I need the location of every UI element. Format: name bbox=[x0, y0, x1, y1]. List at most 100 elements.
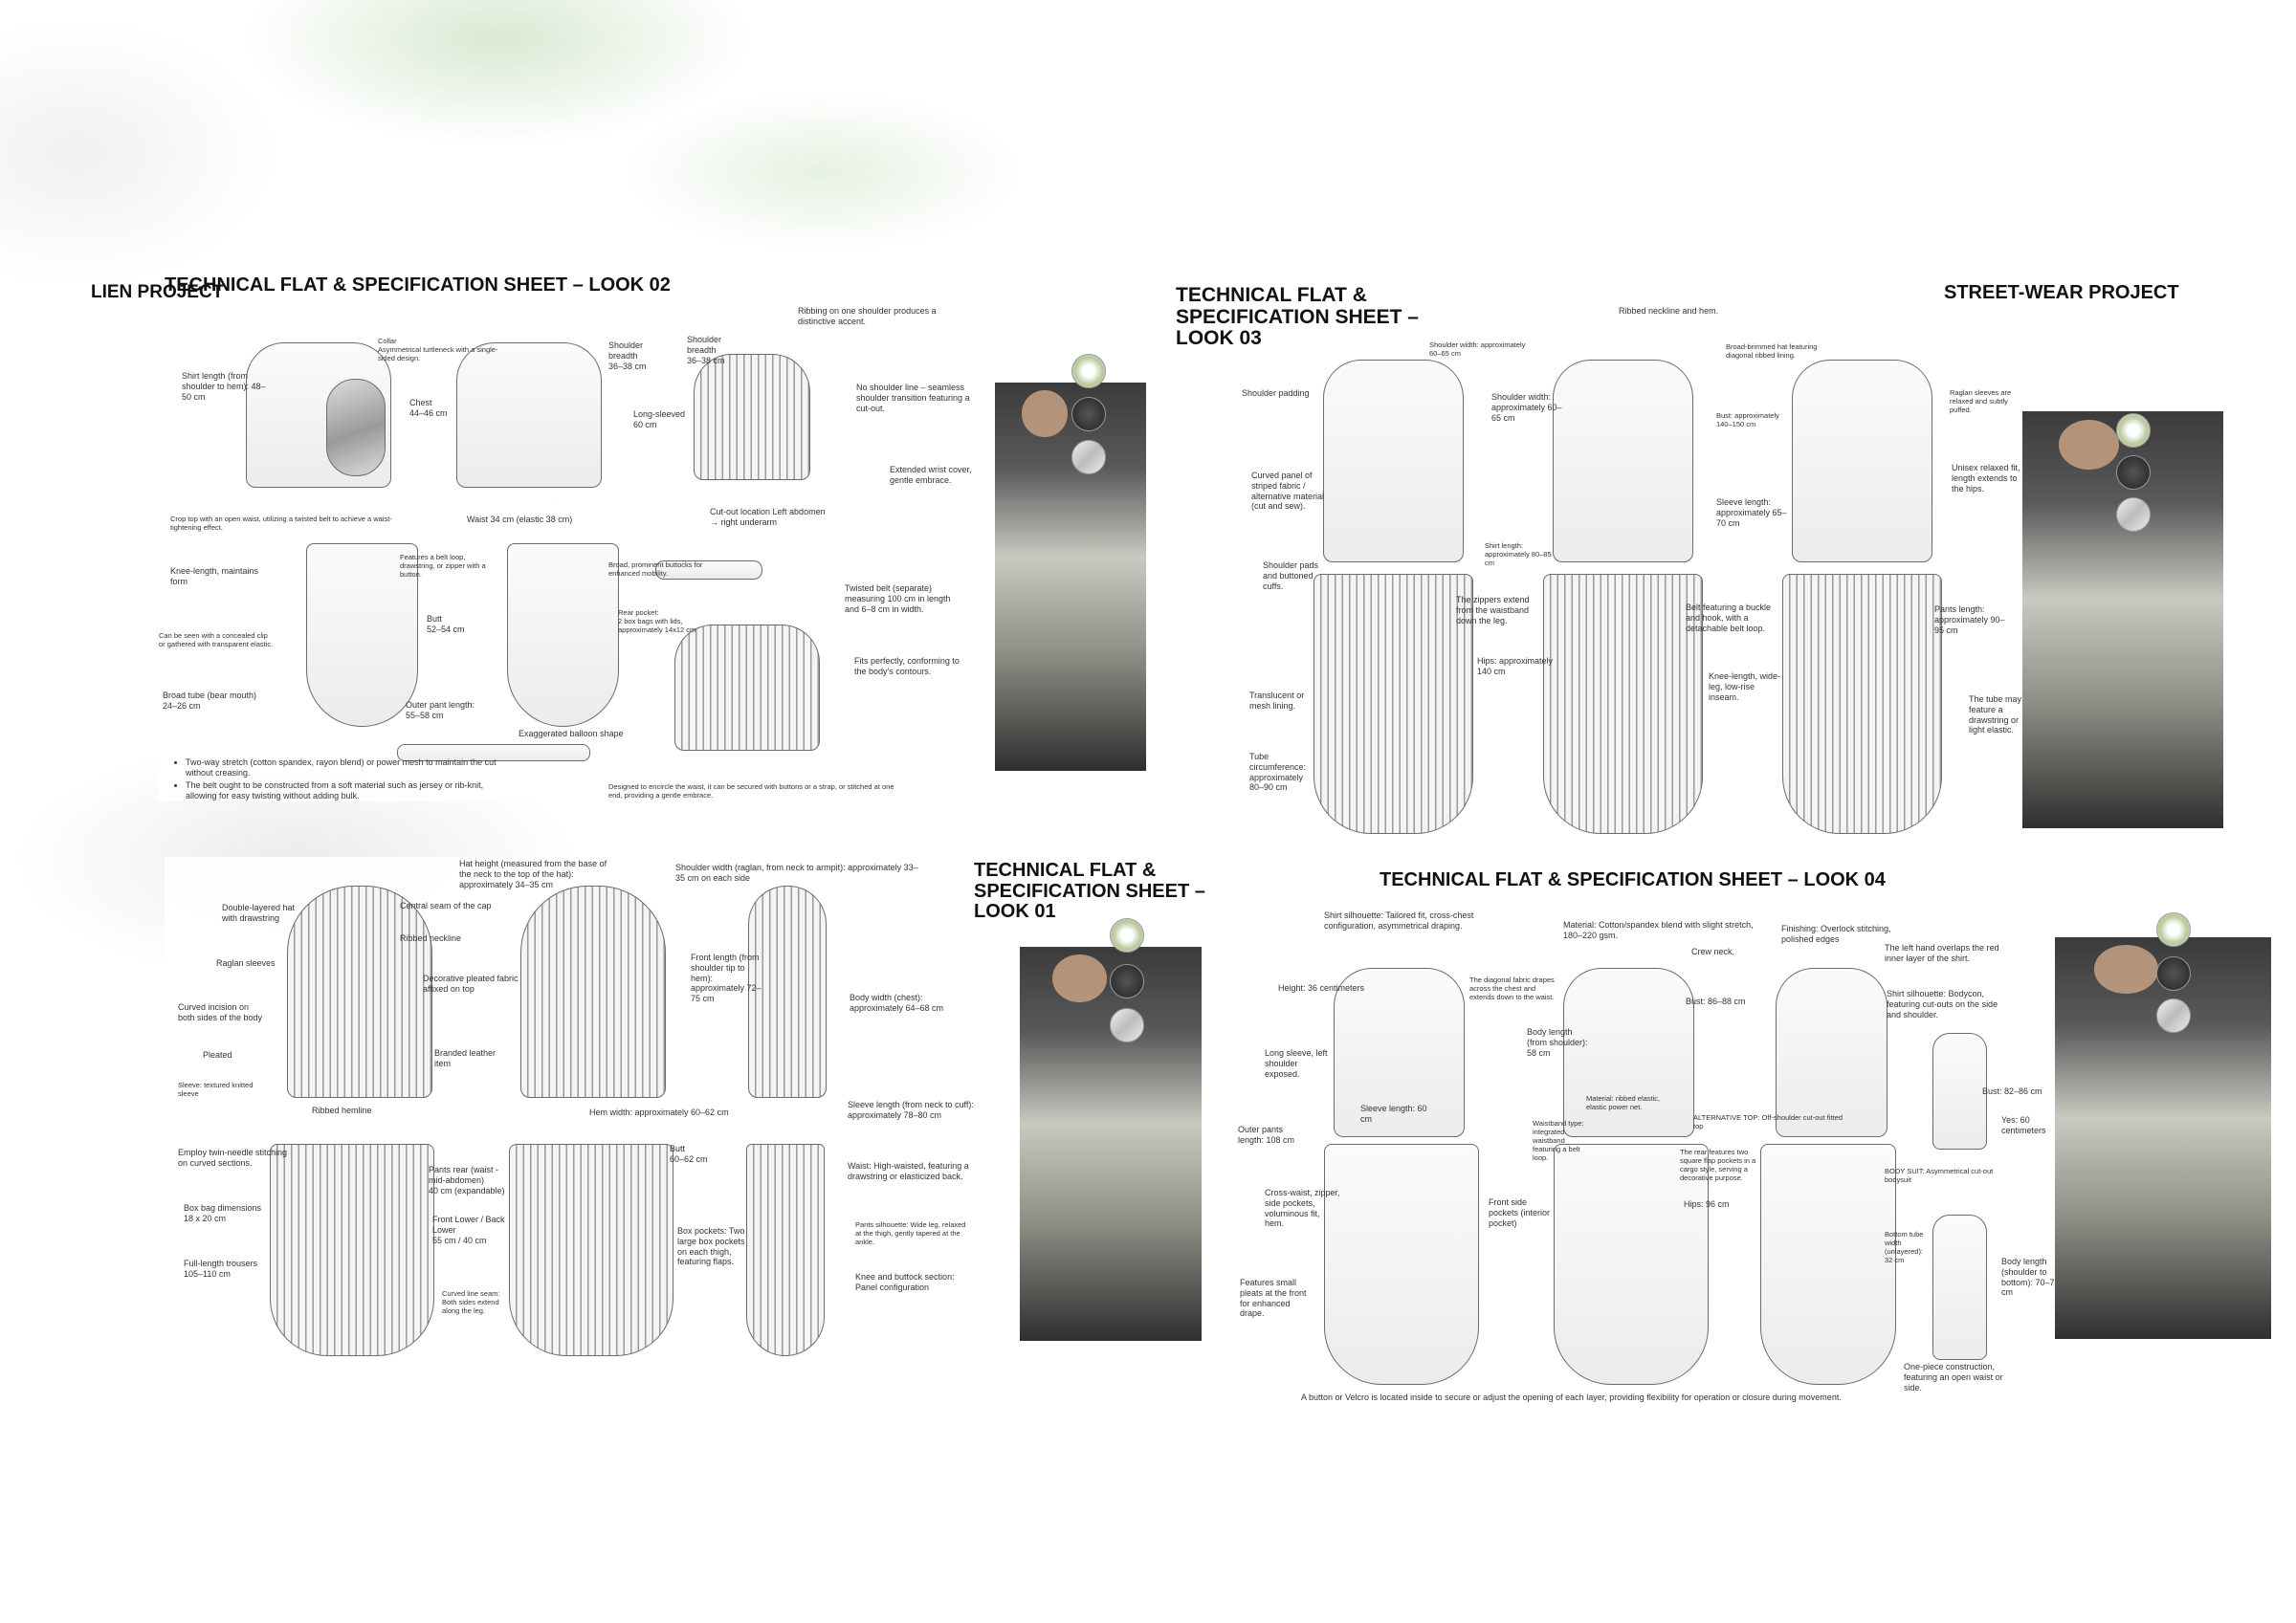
fabric-swatch-grey bbox=[2156, 998, 2191, 1033]
note-ribbed-neckline: Ribbed neckline and hem. bbox=[1619, 306, 1719, 316]
note-curved-incision: Curved incision on both sides of the bod… bbox=[178, 1002, 263, 1022]
note-belt-03: Belt featuring a buckle and hook, with a… bbox=[1686, 603, 1772, 633]
note-one-piece: One-piece construction, featuring an ope… bbox=[1904, 1362, 2003, 1393]
note-box-bag: Box bag dimensions 18 x 20 cm bbox=[184, 1203, 262, 1223]
note-sleeve-length: Sleeve length: approximately 65–70 cm bbox=[1716, 497, 1787, 528]
fabric-swatch-floral bbox=[1071, 354, 1106, 388]
bullet-item: Two-way stretch (cotton spandex, rayon b… bbox=[186, 757, 501, 779]
look02-title: TECHNICAL FLAT & SPECIFICATION SHEET – L… bbox=[165, 274, 671, 296]
note-pants-silhouette: Pants silhouette: Wide leg, relaxed at t… bbox=[855, 1220, 966, 1246]
note-hips-03: Hips: approximately 140 cm bbox=[1477, 656, 1554, 676]
note-ribbing: Ribbing on one shoulder produces a disti… bbox=[798, 306, 937, 326]
look04-pants-back-sketch bbox=[1554, 1144, 1709, 1385]
note-alternative-top: ALTERNATIVE TOP: Off-shoulder cut-out fi… bbox=[1693, 1113, 1843, 1130]
note-long-sleeved: Long-sleeved 60 cm bbox=[633, 409, 686, 429]
note-button-velcro: A button or Velcro is located inside to … bbox=[1301, 1393, 1842, 1402]
look02-wrap-top-sketch bbox=[674, 625, 820, 751]
note-cross-waist: Cross-waist, zipper, side pockets, volum… bbox=[1265, 1188, 1340, 1229]
look01-model-photo bbox=[1020, 947, 1202, 1341]
look03-jacket-back-sketch bbox=[1553, 360, 1693, 562]
look01-pants-front-sketch bbox=[270, 1144, 434, 1356]
note-diagonal: The diagonal fabric drapes across the ch… bbox=[1469, 976, 1555, 1001]
look02-pants-front-sketch bbox=[306, 543, 418, 727]
fabric-swatch-dark bbox=[2156, 956, 2191, 991]
look01-hoodie-back-sketch bbox=[520, 886, 666, 1098]
note-branded: Branded leather item bbox=[434, 1048, 497, 1068]
note-no-shoulder: No shoulder line – seamless shoulder tra… bbox=[856, 383, 970, 413]
note-waist: Waist 34 cm (elastic 38 cm) bbox=[467, 515, 573, 524]
look04-shirt-back-sketch bbox=[1563, 968, 1694, 1137]
note-body-length: Body length (from shoulder): 58 cm bbox=[1527, 1027, 1588, 1058]
fabric-swatch-dark bbox=[2116, 455, 2151, 490]
look01-hoodie-front-sketch bbox=[287, 886, 432, 1098]
note-tube-circumference: Tube circumference: approximately 80–90 … bbox=[1249, 752, 1307, 793]
note-shoulder-width-01: Shoulder width (raglan, from neck to arm… bbox=[675, 863, 918, 883]
look04-pants-front-sketch bbox=[1324, 1144, 1479, 1385]
note-knee-length-03: Knee-length, wide-leg, low-rise inseam. bbox=[1709, 671, 1781, 702]
look04-fitted-top-sketch bbox=[1776, 968, 1888, 1137]
note-box-pockets: Box pockets: Two large box pockets on ea… bbox=[677, 1226, 745, 1267]
look02-top-back-sketch bbox=[456, 342, 602, 488]
note-translucent: Translucent or mesh lining. bbox=[1249, 691, 1305, 711]
note-crop-top: Crop top with an open waist, utilizing a… bbox=[170, 515, 392, 532]
note-curved-line: Curved line seam: Both sides extend alon… bbox=[442, 1289, 500, 1315]
note-butt-01: Butt 60–62 cm bbox=[670, 1144, 708, 1164]
look04-draped-top-sketch bbox=[1334, 968, 1465, 1137]
note-shoulder-pads: Shoulder pads and buttoned cuffs. bbox=[1263, 560, 1319, 591]
note-buttocks: Broad, prominent buttocks for enhanced m… bbox=[608, 560, 703, 578]
note-height: Height: 36 centimeters bbox=[1278, 983, 1365, 993]
look02-belt-sketch bbox=[655, 560, 762, 580]
note-bust: Bust: approximately 140–150 cm bbox=[1716, 411, 1779, 428]
note-left-hand: The left hand overlaps the red inner lay… bbox=[1885, 943, 1999, 963]
note-material: Material: Cotton/spandex blend with slig… bbox=[1563, 920, 1754, 940]
note-ribbed-neckline-01: Ribbed neckline bbox=[400, 933, 462, 943]
note-front-lower: Front Lower / Back Lower 55 cm / 40 cm bbox=[432, 1215, 505, 1245]
note-cutout: Cut-out location Left abdomen → right un… bbox=[710, 507, 826, 527]
note-pleats: Features small pleats at the front for e… bbox=[1240, 1278, 1307, 1319]
note-decorative: Decorative pleated fabric affixed on top bbox=[423, 974, 519, 994]
look02-material-bullets: Two-way stretch (cotton spandex, rayon b… bbox=[172, 757, 501, 802]
note-rear-pocket: Rear pocket: 2 box bags with lids, appro… bbox=[618, 608, 696, 634]
note-chest: Chest 44–46 cm bbox=[409, 398, 448, 418]
note-sleeve-textured: Sleeve: textured knitted sleeve bbox=[178, 1081, 254, 1098]
note-concealed: Can be seen with a concealed clip or gat… bbox=[159, 631, 274, 648]
project-title-left: LIEN PROJECT bbox=[91, 282, 224, 302]
note-long-sleeve: Long sleeve, left shoulder exposed. bbox=[1265, 1048, 1328, 1079]
look03-pants-back-sketch bbox=[1543, 574, 1703, 834]
fabric-swatch-dark bbox=[1110, 964, 1144, 998]
note-belt-loop: Features a belt loop, drawstring, or zip… bbox=[400, 553, 486, 579]
note-tube-may: The tube may feature a drawstring or lig… bbox=[1969, 694, 2022, 735]
note-wrist: Extended wrist cover, gentle embrace. bbox=[890, 465, 972, 485]
note-raglan-01: Raglan sleeves bbox=[216, 958, 276, 968]
note-hem-width: Hem width: approximately 60–62 cm bbox=[589, 1108, 729, 1117]
note-shirt-length-03: Shirt length: approximately 80–85 cm bbox=[1485, 541, 1552, 567]
note-pants-rear: Pants rear (waist - mid-abdomen) 40 cm (… bbox=[429, 1165, 505, 1195]
note-zippers: The zippers extend from the waistband do… bbox=[1456, 595, 1530, 625]
note-body-length-2: Body length (shoulder to bottom): 70–75 … bbox=[2001, 1257, 2060, 1298]
note-curved-panel: Curved panel of striped fabric / alterna… bbox=[1251, 471, 1325, 512]
note-pleated: Pleated bbox=[203, 1050, 232, 1060]
note-butt: Butt 52–54 cm bbox=[427, 614, 465, 634]
look02-model-photo bbox=[995, 383, 1146, 771]
note-unisex: Unisex relaxed fit, length extends to th… bbox=[1952, 463, 2020, 493]
note-raglan: Raglan sleeves are relaxed and subtly pu… bbox=[1950, 388, 2012, 414]
fabric-swatch-grey bbox=[1071, 440, 1106, 474]
bullet-item: The belt ought to be constructed from a … bbox=[186, 780, 501, 802]
note-fits: Fits perfectly, conforming to the body's… bbox=[854, 656, 960, 676]
look03-pants-side-sketch bbox=[1782, 574, 1942, 834]
look03-jacket-front-sketch bbox=[1323, 360, 1464, 562]
note-shoulder-breadth-2: Shoulder breadth 36–38 cm bbox=[687, 335, 725, 365]
note-finishing: Finishing: Overlock stitching, polished … bbox=[1781, 924, 1891, 944]
look02-top-side-sketch bbox=[694, 354, 810, 480]
note-material-ribbed: Material: ribbed elastic, elastic power … bbox=[1586, 1094, 1661, 1111]
note-outer-pants: Outer pants length: 108 cm bbox=[1238, 1125, 1295, 1145]
note-outer-pant: Outer pant length: 55–58 cm bbox=[406, 700, 475, 720]
fabric-swatch-floral bbox=[1110, 918, 1144, 953]
note-waist-01: Waist: High-waisted, featuring a drawstr… bbox=[848, 1161, 969, 1181]
note-broad-hat: Broad-brimmed hat featuring diagonal rib… bbox=[1726, 342, 1818, 360]
note-shoulder-breadth-1: Shoulder breadth 36–38 cm bbox=[608, 340, 647, 371]
look03-pants-front-sketch bbox=[1314, 574, 1473, 834]
look04-bodysuit-sketch bbox=[1932, 1033, 1987, 1150]
look04-bodysuit-sketch-2 bbox=[1932, 1215, 1987, 1360]
look01-pants-side-sketch bbox=[746, 1144, 825, 1356]
